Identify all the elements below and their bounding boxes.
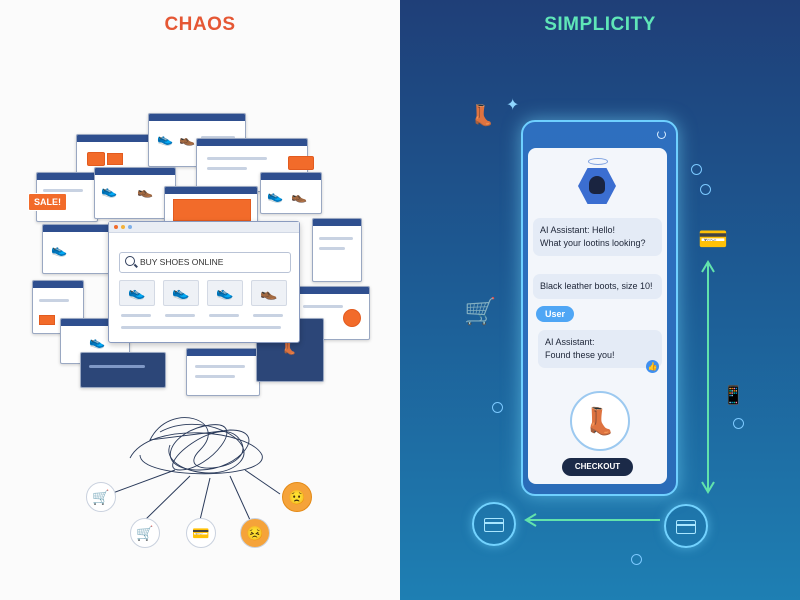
checkout-button[interactable]: CHECKOUT xyxy=(562,458,633,476)
product-card[interactable]: 👟 xyxy=(119,280,155,306)
assistant-message: AI Assistant: Hello! What your lootins l… xyxy=(533,218,662,256)
product-card[interactable]: 👞 xyxy=(251,280,287,306)
search-icon xyxy=(125,256,135,266)
warning-badge xyxy=(87,152,105,166)
decor-circle xyxy=(700,184,711,195)
decor-circle xyxy=(733,418,744,429)
product-card[interactable]: 👟 xyxy=(163,280,199,306)
user-message: Black leather boots, size 10! xyxy=(533,274,662,299)
boot-product-icon[interactable]: 👢 xyxy=(570,391,630,451)
credit-card-icon xyxy=(676,520,696,534)
promo-badge xyxy=(288,156,314,170)
credit-card-outline-icon: 💳 xyxy=(698,226,728,253)
browser-window xyxy=(80,352,166,388)
browser-window xyxy=(312,218,362,282)
shoe-icon: 👟 xyxy=(157,131,174,146)
ai-assistant-avatar xyxy=(578,168,616,204)
shop-search-window: BUY SHOES ONLINE 👟 👟 👟 👞 xyxy=(108,221,300,343)
credit-card-icon: 💳 xyxy=(186,518,216,548)
user-label: User xyxy=(536,306,575,322)
decor-circle xyxy=(691,164,702,175)
phone-outline-icon: 📱 xyxy=(722,385,745,405)
shopping-cart-outline-icon: 🛒 xyxy=(464,296,497,326)
sparkle-icon: ✦ xyxy=(506,97,520,114)
browser-window xyxy=(186,348,260,396)
sad-face-icon: 😟 xyxy=(282,482,312,512)
browser-window: 👟👞 xyxy=(260,172,322,214)
browser-window: 👟👞 xyxy=(94,167,176,219)
browser-window: 👟 xyxy=(42,224,110,274)
boot-icon: 👢 xyxy=(281,340,298,355)
shoe-icon: 👞 xyxy=(291,188,308,203)
boot-outline-icon: 👢 xyxy=(470,105,495,127)
search-input[interactable]: BUY SHOES ONLINE xyxy=(119,252,291,273)
product-card[interactable]: 👟 xyxy=(207,280,243,306)
shopping-cart-icon: 🛒 xyxy=(130,518,160,548)
chaos-panel: CHAOS 👟👞 👟👞 👟👞 👟 👟 👢 SALE! BUY SHOES ONL… xyxy=(0,0,400,600)
payment-card-circle xyxy=(472,502,516,546)
shoe-icon: 👟 xyxy=(51,242,68,257)
credit-card-icon xyxy=(484,518,504,532)
bot-halo xyxy=(588,158,608,165)
decor-circle xyxy=(492,402,503,413)
thumbs-up-icon: 👍 xyxy=(646,360,659,373)
sale-badge: SALE! xyxy=(28,193,67,211)
shoe-icon: 👞 xyxy=(137,183,154,198)
phone-mockup: AI Assistant: Hello! What your lootins l… xyxy=(521,120,678,496)
angry-face-icon: 😣 xyxy=(240,518,270,548)
assistant-text: What your lootins looking? xyxy=(540,238,646,248)
browser-window xyxy=(164,186,258,226)
search-query: BUY SHOES ONLINE xyxy=(140,257,224,267)
shoe-icon: 👟 xyxy=(89,334,106,349)
chat-screen: AI Assistant: Hello! What your lootins l… xyxy=(528,148,667,484)
decor-circle xyxy=(631,554,642,565)
refresh-icon[interactable] xyxy=(657,130,666,139)
shoe-icon: 👟 xyxy=(267,188,284,203)
simplicity-title: SIMPLICITY xyxy=(544,14,656,35)
shoe-icon: 👟 xyxy=(101,183,118,198)
payment-card-circle xyxy=(664,504,708,548)
assistant-label: AI Assistant: Hello! xyxy=(540,225,616,235)
assistant-label: AI Assistant: xyxy=(545,337,595,347)
shopping-cart-icon: 🛒 xyxy=(86,482,116,512)
flow-arrow xyxy=(707,264,709,490)
chaos-title: CHAOS xyxy=(164,14,236,35)
shoe-icon: 👞 xyxy=(179,131,196,146)
simplicity-panel: SIMPLICITY 👢 ✦ 🛒 💳 📱 AI Assistant: Hello… xyxy=(400,0,800,600)
assistant-text: Found these you! xyxy=(545,350,615,360)
user-text: Black leather boots, size 10! xyxy=(540,281,653,291)
assistant-message: AI Assistant: Found these you! 👍 xyxy=(538,330,662,373)
